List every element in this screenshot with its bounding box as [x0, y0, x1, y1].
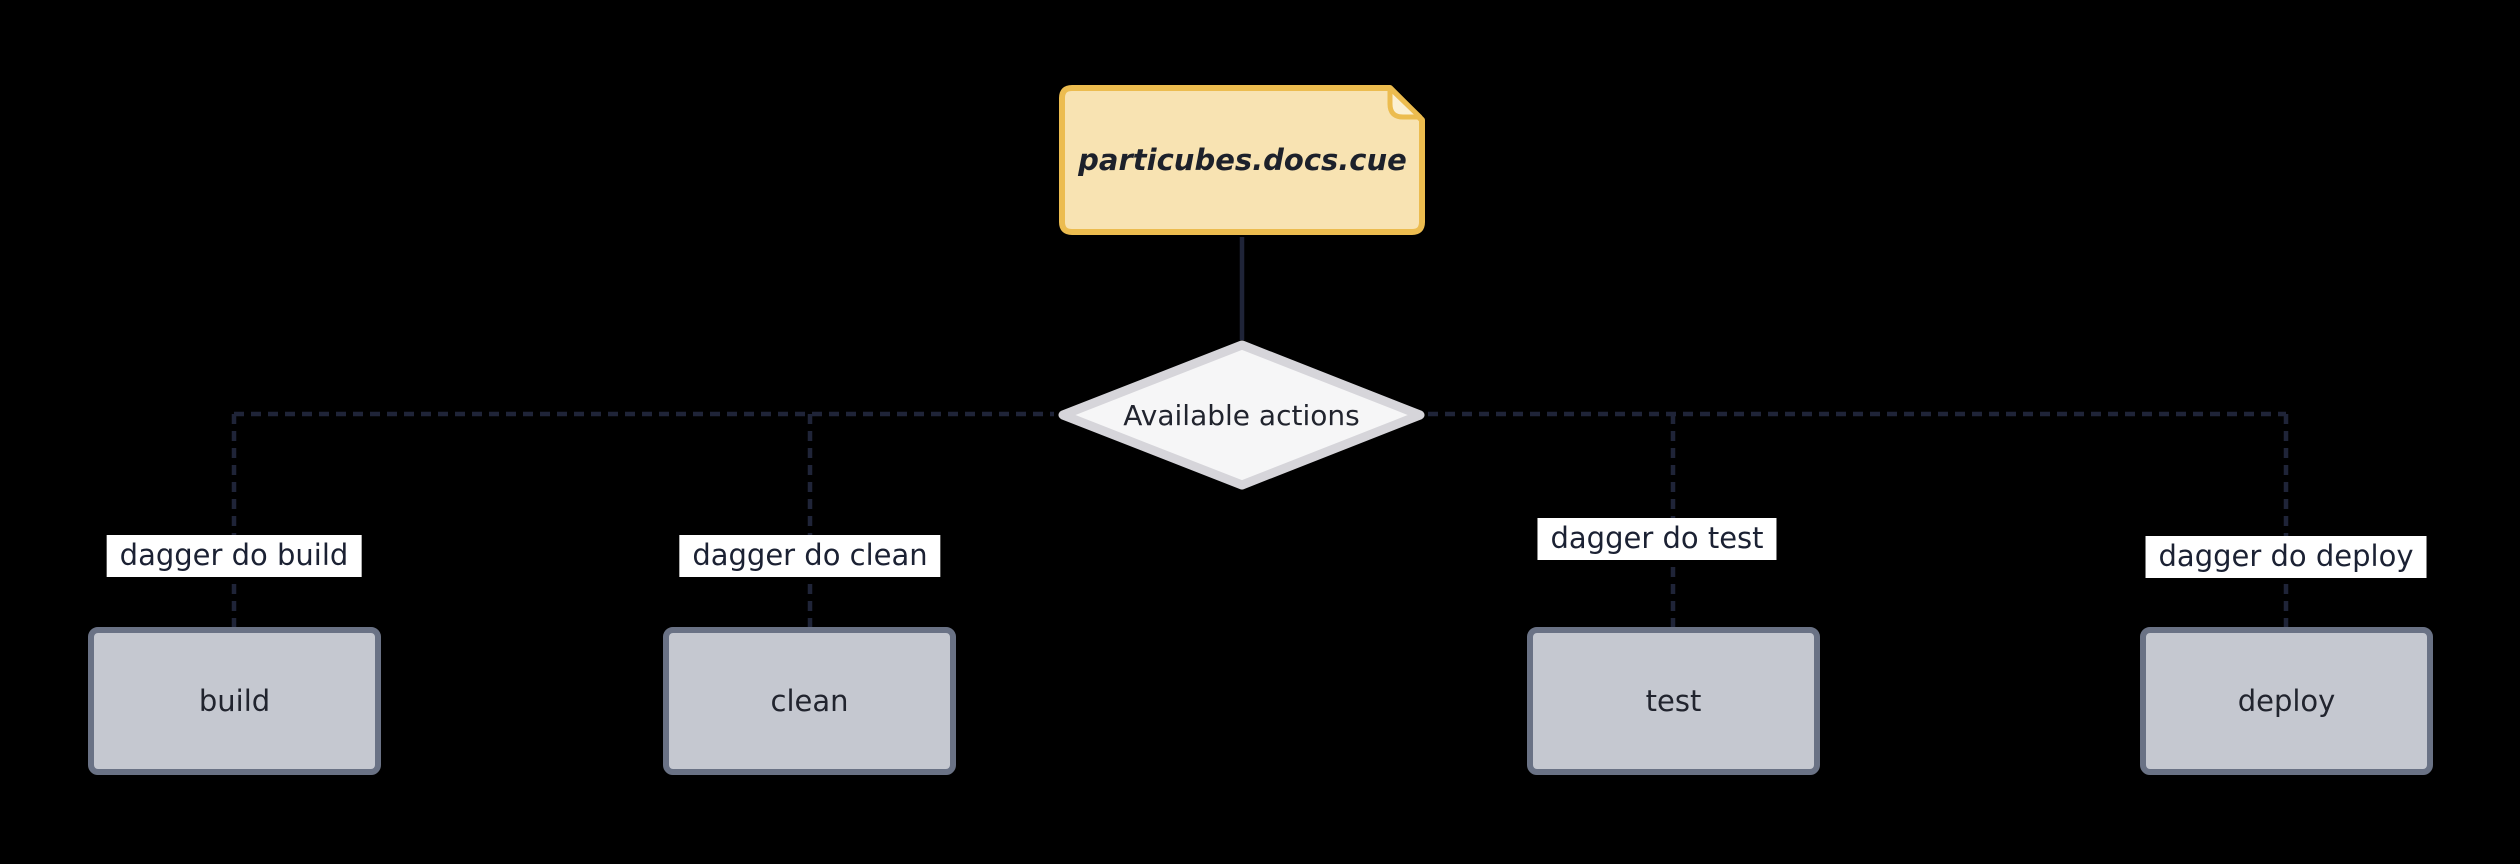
note-shape [1059, 85, 1425, 235]
note-node-label: particubes.docs.cue [1078, 143, 1407, 177]
action-node-clean: clean [663, 627, 956, 775]
decision-node-label: Available actions [1123, 398, 1360, 432]
decision-diamond-shape [1058, 340, 1425, 490]
note-fold-corner [1387, 85, 1423, 120]
action-node-deploy: deploy [2140, 627, 2433, 775]
edge-label-build: dagger do build [106, 535, 362, 577]
action-node-test: test [1527, 627, 1820, 775]
edge-label-clean: dagger do clean [679, 535, 941, 577]
edge-label-test: dagger do test [1537, 518, 1777, 560]
edge-label-deploy: dagger do deploy [2145, 536, 2427, 578]
action-node-build: build [88, 627, 381, 775]
